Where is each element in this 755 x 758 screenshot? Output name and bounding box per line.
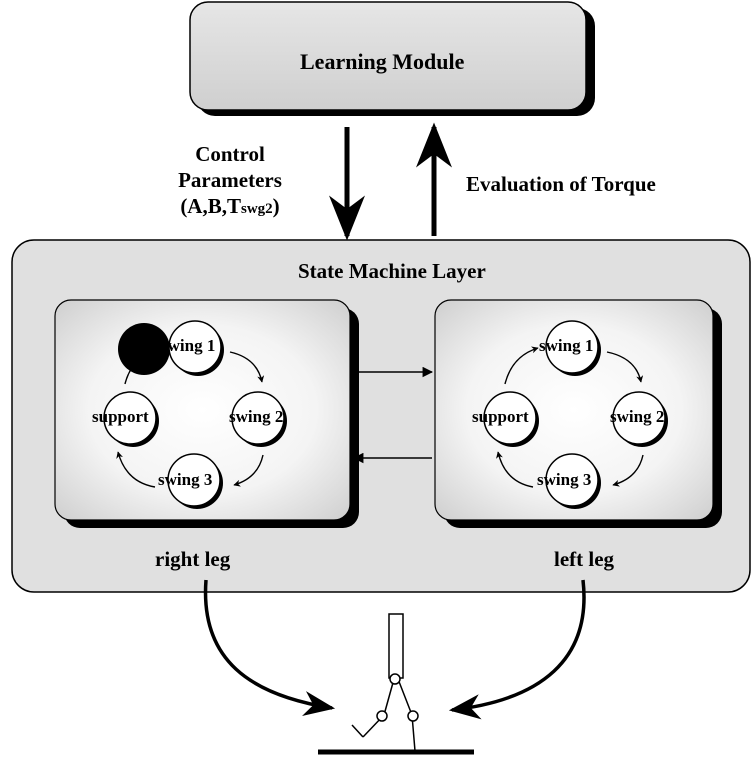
right-leg-state-support: support [92,407,149,426]
left-leg-state-support: support [472,407,529,426]
control-parameters-suffix: ) [272,194,280,218]
left-leg-state-swing-3: swing 3 [537,470,592,489]
control-parameters-line-3: (A,B,Tswg2) [150,193,310,222]
left-leg-output-arrow [448,579,586,720]
left-leg-panel [434,299,722,528]
state-circle-swing-2 [231,391,285,445]
right-leg-output-arrow [203,579,336,716]
left-leg-label: left leg [554,547,615,571]
state-circle-support [103,391,157,445]
left-leg-state-swing-2: swing 2 [610,407,665,426]
control-parameters-line-1: Control [195,142,265,166]
state-circle-swing-3 [167,453,221,507]
evaluation-of-torque-label: Evaluation of Torque [466,172,656,196]
control-parameters-label: Control Parameters (A,B,Tswg2) [150,141,310,222]
control-parameters-prefix: (A,B,T [180,194,241,218]
robot-legs-illustration [318,613,474,755]
state-circle-swing-2 [612,391,666,445]
state-circle-swing-1 [545,320,599,374]
learning-module-box [189,1,595,116]
control-parameters-subscript: swg2 [241,201,273,217]
state-circle-swing-1 [168,320,222,374]
right-leg-state-swing-1: swing 1 [161,336,216,355]
left-leg-state-swing-1: swing 1 [539,336,594,355]
right-leg-states [103,320,287,509]
state-circle-swing-3 [545,453,599,507]
state-circle-support [483,391,537,445]
left-leg-states [483,320,668,509]
state-machine-layer-title: State Machine Layer [298,259,486,283]
control-parameters-line-2: Parameters [178,168,282,192]
right-leg-state-swing-3: swing 3 [158,470,213,489]
right-leg-label: right leg [155,547,231,571]
learning-module-title: Learning Module [300,49,465,74]
right-leg-state-swing-2: swing 2 [229,407,284,426]
